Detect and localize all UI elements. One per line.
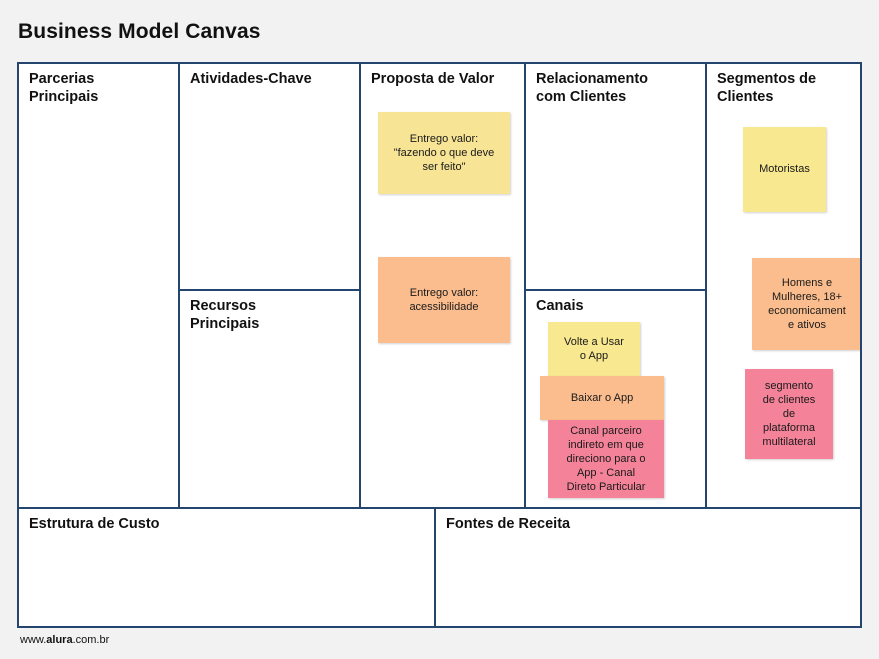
sticky-note[interactable]: Entrego valor: acessibilidade	[378, 257, 510, 343]
block-key-activities[interactable]: Atividades-Chave	[180, 64, 359, 289]
block-channels-title: Canais	[536, 298, 584, 314]
block-cost-structure[interactable]: Estrutura de Custo	[19, 509, 434, 626]
grid-divider-vertical	[178, 64, 180, 507]
block-customer-relationships-title: Relacionamento com Clientes	[536, 71, 648, 105]
grid-divider-vertical	[434, 509, 436, 626]
block-channels[interactable]: Canais Volte a Usar o App Baixar o App C…	[526, 291, 705, 507]
block-value-proposition-title: Proposta de Valor	[371, 71, 495, 87]
block-key-resources-title: Recursos Principais	[190, 298, 260, 332]
sticky-note[interactable]: Volte a Usar o App	[548, 322, 640, 376]
sticky-note[interactable]: Entrego valor: "fazendo o que deve ser f…	[378, 112, 510, 194]
grid-divider-horizontal	[19, 507, 860, 509]
grid-divider-vertical	[705, 64, 707, 507]
block-customer-segments-title: Segmentos de Clientes	[717, 71, 817, 105]
sticky-note[interactable]: Baixar o App	[540, 376, 664, 420]
footer-url-suffix: .com.br	[72, 634, 110, 646]
footer-url-brand: alura	[46, 634, 73, 646]
sticky-note[interactable]: Homens e Mulheres, 18+ economicament e a…	[752, 258, 860, 350]
sticky-note[interactable]: Motoristas	[743, 127, 826, 212]
page-title: Business Model Canvas	[18, 20, 261, 43]
grid-divider-vertical	[524, 64, 526, 507]
block-value-proposition[interactable]: Proposta de Valor Entrego valor: "fazend…	[361, 64, 524, 507]
block-key-resources[interactable]: Recursos Principais	[180, 291, 359, 507]
block-customer-segments[interactable]: Segmentos de Clientes Motoristas Homens …	[707, 64, 860, 507]
block-key-partners[interactable]: Parcerias Principais	[19, 64, 178, 507]
footer-url-prefix: www.	[20, 634, 47, 646]
block-key-partners-title: Parcerias Principais	[29, 71, 99, 105]
grid-divider-horizontal	[180, 289, 359, 291]
block-revenue-streams-title: Fontes de Receita	[446, 516, 571, 532]
block-key-activities-title: Atividades-Chave	[190, 71, 312, 87]
grid-divider-vertical	[359, 64, 361, 507]
sticky-note[interactable]: segmento de clientes de plataforma multi…	[745, 369, 833, 459]
grid-divider-horizontal	[526, 289, 705, 291]
block-cost-structure-title: Estrutura de Custo	[29, 516, 160, 532]
block-customer-relationships[interactable]: Relacionamento com Clientes	[526, 64, 705, 289]
block-revenue-streams[interactable]: Fontes de Receita	[436, 509, 860, 626]
footer-url[interactable]: www.alura.com.br	[20, 634, 109, 646]
sticky-note[interactable]: Canal parceiro indireto em que direciono…	[548, 420, 664, 498]
canvas-grid: Parcerias Principais Atividades-Chave Re…	[17, 62, 862, 628]
